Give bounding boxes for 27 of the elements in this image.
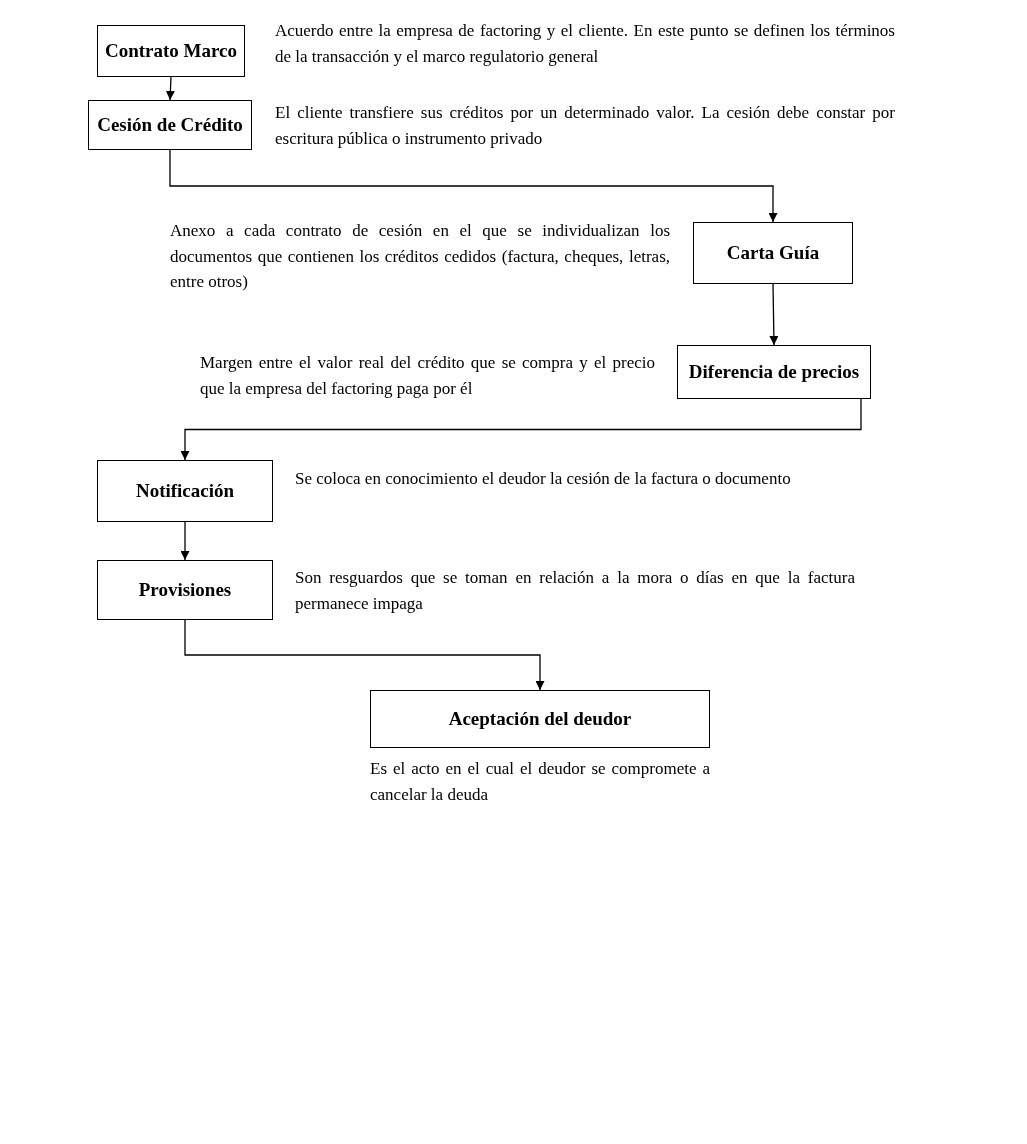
process-box	[97, 460, 273, 522]
box-title: Cesión de Crédito	[97, 114, 243, 136]
arrow	[769, 283, 779, 346]
description-text: El cliente transfiere sus créditos por un determinado valor. La cesión debe constar por escritura pública o instrumento privado	[275, 102, 895, 150]
process-box	[693, 222, 853, 284]
description-text: Es el acto en el cual el deudor se compromete a cancelar la deuda	[370, 758, 710, 806]
description-text: Acuerdo entre la empresa de factoring y el cliente. En este punto se definen los términos de la transacción y el marco regulatorio general	[275, 20, 895, 68]
process-box	[88, 100, 252, 150]
process-box	[97, 560, 273, 620]
process-box	[97, 25, 245, 77]
description-text: Anexo a cada contrato de cesión en el que se individualizan los documentos que contienen los créditos cedidos (factura, cheques, letras, entre otros)	[170, 220, 670, 293]
process-box	[370, 690, 710, 748]
box-title: Provisiones	[138, 579, 232, 601]
description-text: Margen entre el valor real del crédito que se compra y el precio que la empresa del factoring paga por él	[200, 352, 655, 400]
arrow	[180, 521, 190, 561]
arrow	[184, 619, 545, 691]
box-title: Diferencia de precios	[688, 361, 860, 383]
box-title: Aceptación del deudor	[448, 708, 632, 730]
process-box	[677, 345, 871, 399]
arrow	[180, 398, 862, 461]
box-title: Carta Guía	[726, 242, 820, 264]
box-title: Contrato Marco	[104, 40, 238, 62]
description-text: Son resguardos que se toman en relación a la mora o días en que la factura permanece impaga	[295, 567, 855, 615]
arrow	[169, 149, 778, 223]
description-text: Se coloca en conocimiento el deudor la cesión de la factura o documento	[295, 468, 792, 490]
box-title: Notificación	[135, 480, 235, 502]
arrow	[165, 76, 175, 101]
